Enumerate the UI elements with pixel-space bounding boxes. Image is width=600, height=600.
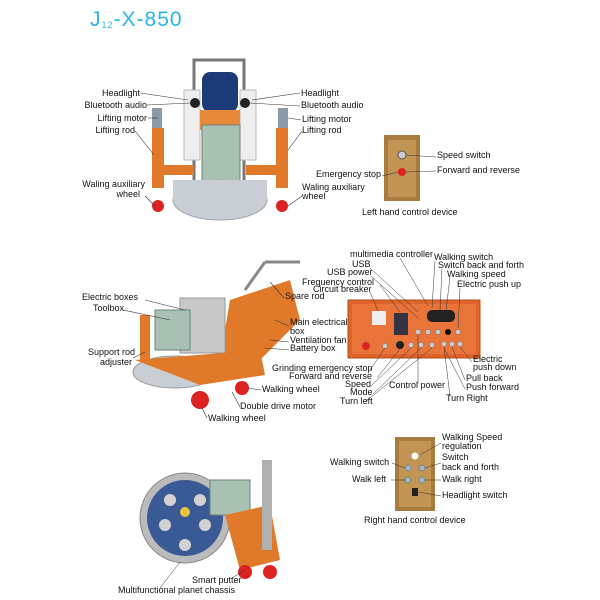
- label-lifting-motor-left: Lifting motor: [97, 113, 147, 123]
- label-grinding-emergency-stop: Grinding emergency stop: [272, 363, 373, 373]
- label-spare-rod: Spare rod: [285, 291, 325, 301]
- label-lifting-motor-right: Lifting motor: [302, 114, 352, 124]
- label-turn-right: Turn Right: [446, 393, 488, 403]
- label-walk-left: Walk left: [352, 474, 387, 484]
- label-double-drive-motor: Double drive motor: [240, 401, 317, 411]
- label-waling-wheel-left-2: wheel: [116, 189, 140, 199]
- label-frequency-control: Frequency control: [302, 277, 375, 287]
- label-circuit-breaker: Circuit breaker: [313, 284, 372, 294]
- label-ventilation-fan: Ventilation fan: [290, 335, 347, 345]
- label-mode: Mode: [350, 387, 373, 397]
- side-view-machine: [122, 260, 300, 419]
- label-walking-speed: Walking speed: [447, 269, 506, 279]
- label-pull-back: Pull back: [466, 373, 503, 383]
- front-view-machine: [134, 58, 303, 221]
- label-planet-chassis: Multifunctional planet chassis: [118, 585, 236, 595]
- label-forward-reverse-panel: Forward and reverse: [289, 371, 373, 381]
- label-support-rod-2: adjuster: [100, 357, 133, 367]
- label-battery-box: Battery box: [290, 343, 336, 353]
- label-usb: USB: [352, 259, 371, 269]
- label-speed: Speed: [345, 379, 372, 389]
- label-walking-wheel-2: Walking wheel: [208, 413, 266, 423]
- label-electric-push-up: Electric push up: [457, 279, 522, 289]
- label-switch-back-forth-right-2: back and forth: [442, 462, 500, 472]
- label-bluetooth-audio-left: Bluetooth audio: [84, 100, 147, 110]
- label-walking-wheel-1: Walking wheel: [262, 384, 320, 394]
- model-title: J12-X-850: [90, 8, 183, 31]
- label-electric-push-down-1: Electric: [473, 354, 503, 364]
- label-speed-switch: Speed switch: [437, 150, 491, 160]
- label-walking-switch-panel: Walking switch: [434, 252, 494, 262]
- label-push-forward: Push forward: [466, 382, 520, 392]
- label-walking-speed-regulation-1: Walking Speed: [442, 432, 503, 442]
- label-emergency-stop: Emergency stop: [315, 169, 381, 179]
- label-switch-back-forth-panel: Switch back and forth: [438, 260, 525, 270]
- label-walk-right: Walk right: [442, 474, 482, 484]
- label-usb-power: USB power: [327, 267, 373, 277]
- label-support-rod-1: Support rod: [88, 347, 136, 357]
- left-control-device: [381, 135, 437, 201]
- right-control-device: [391, 437, 442, 511]
- label-smart-putter: Smart putter: [192, 575, 242, 585]
- label-waling-wheel-left-1: Waling auxiliary: [82, 179, 145, 189]
- label-walking-switch-right: Walking switch: [330, 457, 390, 467]
- label-multimedia-controller: multimedia controller: [350, 249, 434, 259]
- label-headlight-left: Headlight: [101, 88, 140, 98]
- label-waling-wheel-right-2: wheel: [302, 191, 326, 201]
- label-electric-push-down-2: push down: [473, 362, 517, 372]
- label-walking-speed-regulation-2: regulation: [442, 441, 482, 451]
- left-control-caption: Left hand control device: [362, 207, 458, 217]
- label-waling-wheel-right-1: Waling auxiliary: [302, 182, 365, 192]
- right-control-caption: Right hand control device: [364, 515, 466, 525]
- label-lifting-rod-left: Lifting rod: [95, 125, 135, 135]
- label-main-electrical-box-2: box: [290, 326, 305, 336]
- label-bluetooth-audio-right: Bluetooth audio: [301, 100, 364, 110]
- label-control-power: Control power: [389, 380, 446, 390]
- label-toolbox: Toolbox: [93, 303, 125, 313]
- bottom-view-machine: [139, 460, 280, 589]
- label-turn-left: Turn left: [340, 396, 373, 406]
- label-electric-boxes: Electric boxes: [82, 292, 139, 302]
- control-panel: [347, 257, 481, 403]
- label-forward-reverse-left: Forward and reverse: [437, 165, 521, 175]
- label-main-electrical-box-1: Main electrical: [290, 317, 348, 327]
- label-headlight-right: Headlight: [301, 88, 340, 98]
- label-lifting-rod-right: Lifting rod: [302, 125, 342, 135]
- label-switch-back-forth-right-1: Switch: [442, 452, 469, 462]
- label-headlight-switch: Headlight switch: [442, 490, 508, 500]
